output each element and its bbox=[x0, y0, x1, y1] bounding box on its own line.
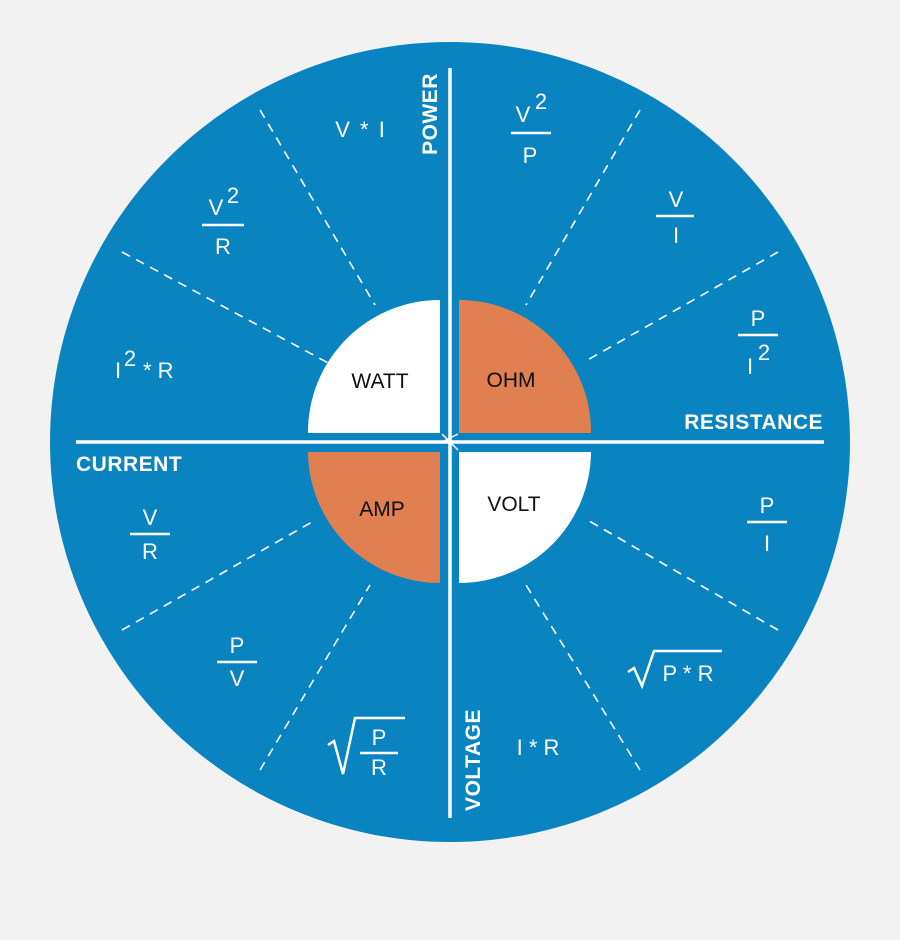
svg-text:V * I: V * I bbox=[335, 117, 385, 142]
svg-text:P: P bbox=[523, 143, 538, 168]
formula-v-over-i: V I bbox=[656, 187, 694, 248]
svg-text:V: V bbox=[143, 505, 158, 530]
formula-p-over-i: P I bbox=[747, 493, 787, 556]
watt-label: WATT bbox=[351, 370, 408, 393]
svg-text:I: I bbox=[747, 354, 753, 379]
formula-sqrt-p-times-r: P * R bbox=[627, 649, 722, 690]
volt-label: VOLT bbox=[487, 493, 540, 516]
formula-v-over-r: V R bbox=[130, 505, 170, 564]
svg-text:* R: * R bbox=[143, 358, 174, 383]
svg-text:P: P bbox=[760, 493, 775, 518]
svg-text:V: V bbox=[209, 195, 224, 220]
dashed-dividers bbox=[121, 109, 779, 771]
svg-text:2: 2 bbox=[124, 346, 136, 371]
svg-text:I: I bbox=[673, 223, 679, 248]
watt-quadrant bbox=[307, 300, 440, 433]
svg-text:I: I bbox=[115, 358, 121, 383]
formula-v-squared-over-p: V 2 P bbox=[511, 89, 551, 168]
svg-text:P: P bbox=[751, 306, 766, 331]
svg-text:I: I bbox=[764, 531, 770, 556]
ohm-label: OHM bbox=[487, 369, 536, 392]
svg-text:P * R: P * R bbox=[663, 661, 714, 686]
svg-text:V: V bbox=[230, 666, 245, 691]
amp-quadrant bbox=[308, 452, 440, 583]
resistance-axis-label: RESISTANCE bbox=[684, 411, 823, 434]
svg-text:I * R: I * R bbox=[517, 735, 560, 760]
amp-label: AMP bbox=[359, 498, 405, 521]
svg-text:P: P bbox=[372, 725, 387, 750]
svg-text:V: V bbox=[516, 102, 531, 127]
center-mark bbox=[441, 433, 459, 451]
formula-i-squared-times-r: I 2 * R bbox=[115, 346, 174, 383]
power-axis-label: POWER bbox=[419, 73, 442, 155]
formula-v-times-i: V * I bbox=[335, 117, 385, 142]
formula-i-times-r: I * R bbox=[517, 735, 560, 760]
current-axis-label: CURRENT bbox=[76, 453, 182, 476]
svg-text:2: 2 bbox=[535, 89, 547, 114]
ohm-quadrant bbox=[459, 299, 592, 433]
svg-text:P: P bbox=[230, 633, 245, 658]
svg-text:R: R bbox=[371, 755, 387, 780]
voltage-axis-label: VOLTAGE bbox=[462, 709, 485, 811]
svg-text:2: 2 bbox=[227, 183, 239, 208]
formula-v-squared-over-r: V 2 R bbox=[202, 183, 244, 259]
svg-text:2: 2 bbox=[758, 340, 770, 365]
formula-p-over-i-squared: P I 2 bbox=[738, 306, 778, 379]
formula-sqrt-p-over-r: P R bbox=[327, 716, 405, 780]
volt-quadrant bbox=[459, 452, 591, 583]
svg-text:R: R bbox=[215, 234, 231, 259]
svg-text:V: V bbox=[669, 187, 684, 212]
formula-p-over-v: P V bbox=[217, 633, 257, 691]
svg-text:R: R bbox=[142, 539, 158, 564]
